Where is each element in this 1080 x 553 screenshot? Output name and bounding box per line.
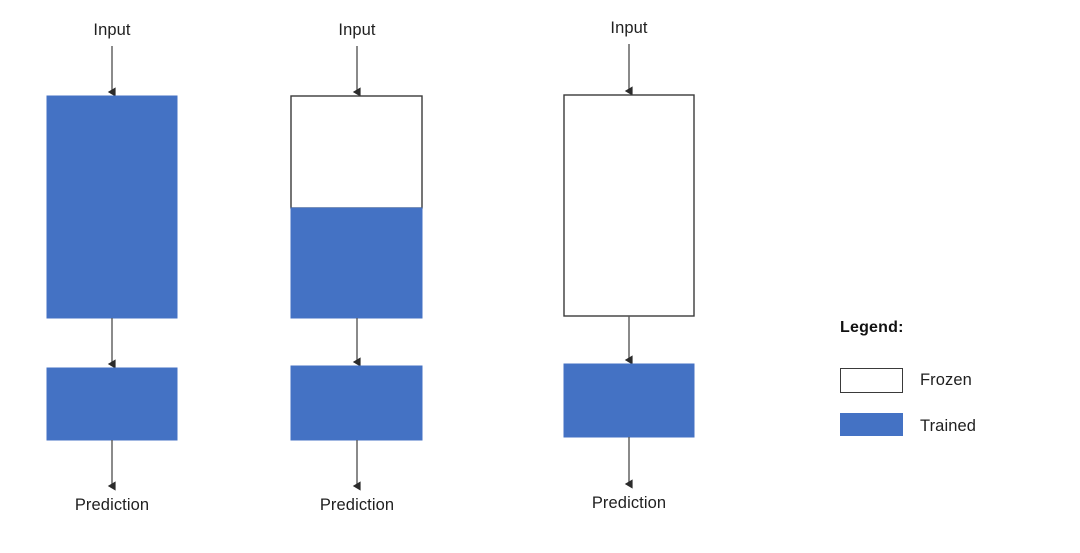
legend-swatch-trained (840, 413, 903, 436)
head-block (290, 365, 423, 441)
head-block (46, 367, 178, 441)
column-2-prediction-label: Prediction (319, 496, 395, 514)
legend-label-frozen: Frozen (920, 371, 972, 389)
column-3-group (563, 44, 695, 489)
backbone-trained-segment (46, 95, 178, 319)
legend-label-trained: Trained (920, 417, 977, 435)
column-1-group (46, 46, 178, 491)
column-3-input-label: Input (610, 19, 648, 37)
column-1-input-label: Input (93, 21, 131, 39)
legend-swatch-frozen (840, 368, 903, 393)
backbone-trained-segment (290, 207, 423, 319)
column-1-prediction-label: Prediction (74, 496, 150, 514)
legend-title: Legend: (840, 319, 904, 336)
column-2-group (290, 46, 423, 491)
column-2-input-label: Input (338, 21, 376, 39)
head-block (563, 363, 695, 438)
backbone-frozen-segment (290, 95, 423, 209)
backbone-frozen-segment (563, 94, 695, 317)
column-3-prediction-label: Prediction (591, 494, 667, 512)
